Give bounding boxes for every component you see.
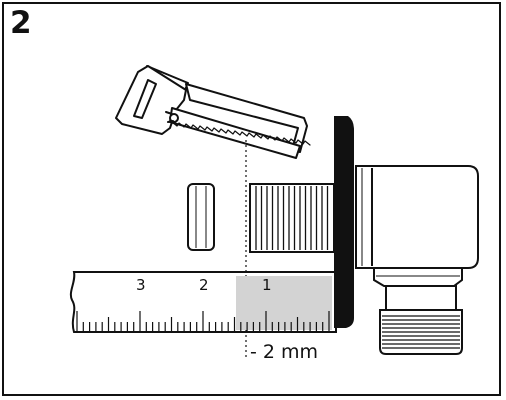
cut-offset-label: - 2 mm (250, 341, 318, 363)
measurement-highlight (236, 276, 332, 330)
angle-valve-body (355, 165, 479, 287)
ruler-tick-label-1: 1 (262, 276, 272, 294)
measuring-ruler: 3 2 1 (69, 271, 337, 333)
valve-outlet-nut (379, 285, 463, 355)
ruler-tick-label-2: 2 (199, 276, 209, 294)
threaded-pipe-stub (249, 183, 335, 253)
ruler-tick-label-3: 3 (136, 276, 146, 294)
mounting-wall (334, 116, 354, 328)
hacksaw-icon (115, 65, 311, 159)
step-number: 2 (10, 5, 32, 41)
cut-off-pipe-piece (187, 183, 215, 251)
